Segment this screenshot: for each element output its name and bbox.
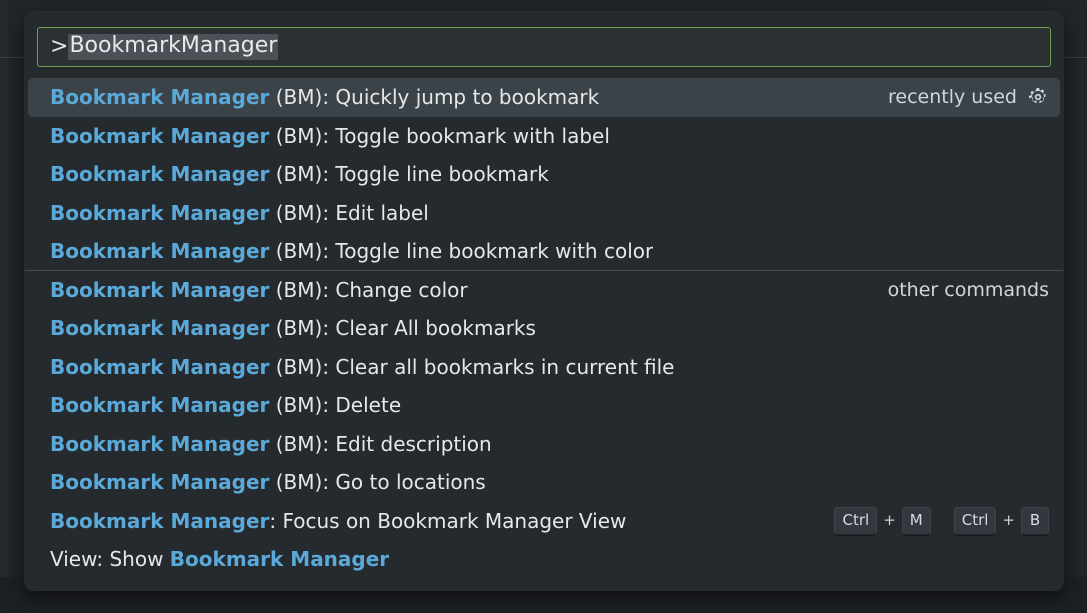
command-label-rest: (BM): Toggle bookmark with label [269, 123, 610, 148]
command-label: Bookmark Manager (BM): Toggle line bookm… [50, 239, 653, 263]
command-row-quickly-jump-to-bookmark[interactable]: Bookmark Manager (BM): Quickly jump to b… [28, 78, 1060, 117]
command-label-match: Bookmark Manager [50, 277, 270, 302]
command-label-rest: (BM): Delete [269, 393, 402, 418]
command-label-match: Bookmark Manager [50, 393, 270, 418]
command-row-meta: other commands [872, 279, 1049, 301]
command-label-match: Bookmark Manager [50, 431, 270, 456]
command-label-match: Bookmark Manager [169, 547, 390, 572]
command-label: Bookmark Manager (BM): Toggle line bookm… [50, 162, 549, 186]
command-label: View: Show Bookmark Manager [50, 547, 389, 571]
key-chip: M [901, 506, 931, 535]
command-label: Bookmark Manager: Focus on Bookmark Mana… [50, 509, 626, 533]
command-input-box[interactable]: > BookmarkManager [37, 27, 1051, 67]
command-row-clear-all-bookmarks[interactable]: Bookmark Manager (BM): Clear All bookmar… [28, 309, 1060, 348]
command-row-clear-all-bookmarks-in-current-file[interactable]: Bookmark Manager (BM): Clear all bookmar… [28, 348, 1060, 387]
command-label-rest: (BM): Toggle line bookmark with color [269, 239, 654, 264]
command-row-edit-description[interactable]: Bookmark Manager (BM): Edit description [28, 425, 1060, 464]
command-row-meta: Ctrl + M Ctrl + B [818, 506, 1049, 535]
command-label: Bookmark Manager (BM): Edit label [50, 201, 429, 225]
command-label-rest: (BM): Change color [269, 277, 468, 302]
group-label: other commands [887, 278, 1049, 301]
command-label-match: Bookmark Manager [50, 470, 270, 495]
command-label-rest: (BM): Clear all bookmarks in current fil… [269, 354, 675, 379]
keybinding: Ctrl + M [834, 506, 931, 535]
command-row-meta: recently used [872, 86, 1049, 108]
command-palette: > BookmarkManager Bookmark Manager (BM):… [24, 11, 1064, 591]
command-label-match: Bookmark Manager [50, 239, 270, 264]
command-label-rest: (BM): Clear All bookmarks [269, 316, 536, 341]
key-chip: B [1021, 506, 1049, 535]
command-row-delete[interactable]: Bookmark Manager (BM): Delete [28, 386, 1060, 425]
command-label: Bookmark Manager (BM): Go to locations [50, 470, 486, 494]
command-label-match: Bookmark Manager [50, 123, 270, 148]
command-label-match: Bookmark Manager [50, 85, 270, 110]
command-label-rest: (BM): Quickly jump to bookmark [269, 85, 600, 110]
command-label-match: Bookmark Manager [50, 200, 270, 225]
keybinding-separator: + [883, 511, 896, 530]
command-label: Bookmark Manager (BM): Toggle bookmark w… [50, 124, 610, 148]
editor-rule-right [1064, 57, 1087, 58]
key-chip: Ctrl [953, 506, 997, 535]
command-label-match: Bookmark Manager [50, 316, 270, 341]
gear-icon[interactable] [1027, 86, 1049, 108]
command-label: Bookmark Manager (BM): Edit description [50, 432, 492, 456]
command-row-toggle-bookmark-with-label[interactable]: Bookmark Manager (BM): Toggle bookmark w… [28, 117, 1060, 156]
command-row-view-show-bookmark-manager[interactable]: View: Show Bookmark Manager [28, 540, 1060, 579]
command-list[interactable]: Bookmark Manager (BM): Quickly jump to b… [24, 78, 1064, 579]
command-label-rest: View: Show [50, 547, 170, 572]
editor-gutter [0, 0, 8, 613]
command-label: Bookmark Manager (BM): Quickly jump to b… [50, 85, 599, 109]
command-input-value[interactable]: BookmarkManager [68, 33, 279, 61]
command-row-toggle-line-bookmark[interactable]: Bookmark Manager (BM): Toggle line bookm… [28, 155, 1060, 194]
command-label: Bookmark Manager (BM): Clear All bookmar… [50, 316, 536, 340]
command-label: Bookmark Manager (BM): Delete [50, 393, 401, 417]
command-row-change-color[interactable]: Bookmark Manager (BM): Change color other… [25, 269, 1063, 310]
command-row-edit-label[interactable]: Bookmark Manager (BM): Edit label [28, 194, 1060, 233]
command-label-rest: : Focus on Bookmark Manager View [269, 508, 627, 533]
prompt-caret-icon: > [50, 34, 69, 59]
command-label-rest: (BM): Toggle line bookmark [269, 162, 549, 187]
command-label-match: Bookmark Manager [50, 508, 270, 533]
command-label: Bookmark Manager (BM): Change color [50, 278, 468, 302]
key-chip: Ctrl [834, 506, 878, 535]
command-label: Bookmark Manager (BM): Clear all bookmar… [50, 355, 674, 379]
editor-rule-left [0, 57, 24, 58]
group-label: recently used [888, 86, 1017, 109]
command-label-match: Bookmark Manager [50, 162, 270, 187]
keybinding: Ctrl + B [953, 506, 1049, 535]
command-label-rest: (BM): Edit description [269, 431, 492, 456]
command-label-rest: (BM): Edit label [269, 200, 429, 225]
command-row-focus-on-bookmark-manager-view[interactable]: Bookmark Manager: Focus on Bookmark Mana… [28, 502, 1060, 541]
command-label-rest: (BM): Go to locations [269, 470, 486, 495]
command-row-toggle-line-bookmark-with-color[interactable]: Bookmark Manager (BM): Toggle line bookm… [28, 232, 1060, 271]
command-label-match: Bookmark Manager [50, 354, 270, 379]
keybinding-separator: + [1002, 511, 1015, 530]
command-row-go-to-locations[interactable]: Bookmark Manager (BM): Go to locations [28, 463, 1060, 502]
